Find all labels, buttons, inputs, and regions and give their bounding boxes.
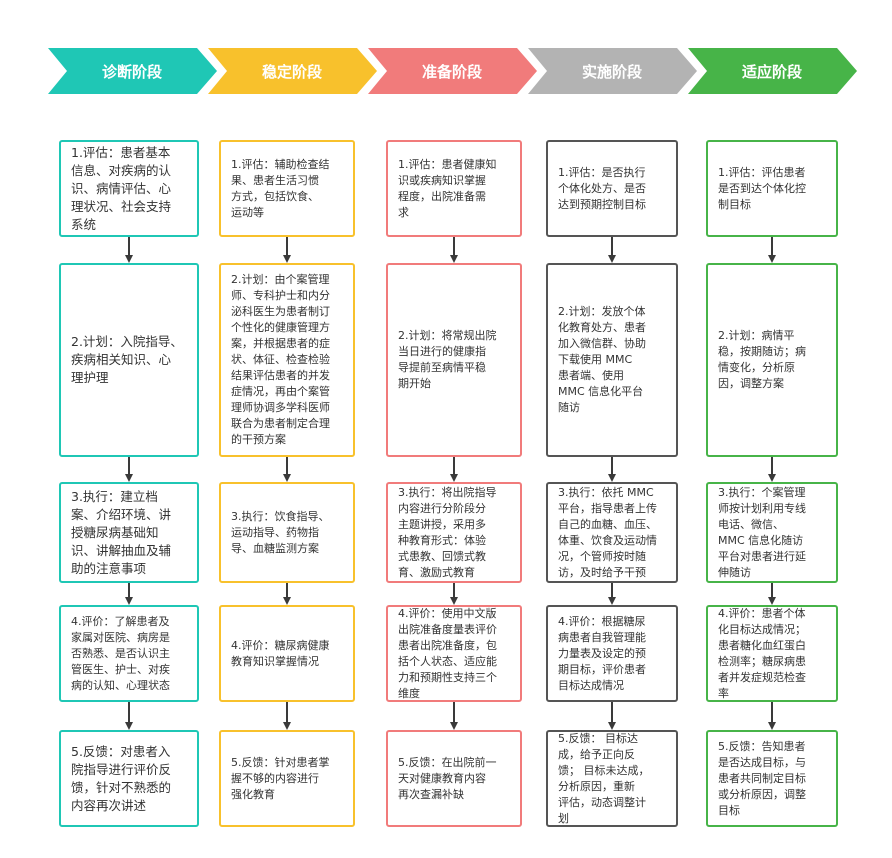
- stable-step-feedback: 5.反馈：针对患者掌 握不够的内容进行 强化教育: [219, 730, 355, 827]
- implementation-step-evaluate: 1.评估：是否执行 个体化处方、是否 达到预期控制目标: [546, 140, 678, 237]
- step-text: 1.评估：辅助检查结 果、患者生活习惯 方式，包括饮食、 运动等: [231, 157, 330, 219]
- step-text: 4.评价：糖尿病健康 教育知识掌握情况: [231, 638, 330, 668]
- stable-step-execute: 3.执行：饮食指导、 运动指导、药物指 导、血糖监测方案: [219, 482, 355, 583]
- implementation-step-feedback: 5.反馈： 目标达 成，给予正向反 馈； 目标未达成， 分析原因，重新 评估，动…: [546, 730, 678, 827]
- diagnosis-step-plan: 2.计划：入院指导、 疾病相关知识、心 理护理: [59, 263, 199, 457]
- preparation-step-assess: 4.评价：使用中文版 出院准备度量表评价 患者出院准备度，包 括个人状态、适应能…: [386, 605, 522, 702]
- step-text: 4.评价：了解患者及 家属对医院、病房是 否熟悉、是否认识主 管医生、护士、对疾…: [71, 614, 170, 692]
- step-text: 3.执行：饮食指导、 运动指导、药物指 导、血糖监测方案: [231, 509, 330, 555]
- step-text: 2.计划：发放个体 化教育处方、患者 加入微信群、协助 下载使用 MMC 患者端…: [558, 305, 646, 414]
- chevron-phase-5: [688, 48, 857, 94]
- implementation-step-plan: 2.计划：发放个体 化教育处方、患者 加入微信群、协助 下载使用 MMC 患者端…: [546, 263, 678, 457]
- step-text: 2.计划：由个案管理 师、专科护士和内分 泌科医生为患者制订 个性化的健康管理方…: [231, 273, 330, 446]
- preparation-step-evaluate: 1.评估：患者健康知 识或疾病知识掌握 程度，出院准备需 求: [386, 140, 522, 237]
- chevron-phase-2: [208, 48, 377, 94]
- adaptation-step-feedback: 5.反馈：告知患者 是否达成目标，与 患者共同制定目标 或分析原因，调整 目标: [706, 730, 838, 827]
- adaptation-step-evaluate: 1.评估：评估患者 是否到达个体化控 制目标: [706, 140, 838, 237]
- step-text: 3.执行：个案管理 师按计划利用专线 电话、微信、 MMC 信息化随访 平台对患…: [718, 485, 806, 579]
- phase-label-diagnosis: 诊断阶段: [101, 63, 162, 81]
- stable-step-plan: 2.计划：由个案管理 师、专科护士和内分 泌科医生为患者制订 个性化的健康管理方…: [219, 263, 355, 457]
- preparation-step-feedback: 5.反馈：在出院前一 天对健康教育内容 再次查漏补缺: [386, 730, 522, 827]
- phase-label-implementation: 实施阶段: [581, 63, 642, 81]
- step-text: 5.反馈： 目标达 成，给予正向反 馈； 目标未达成， 分析原因，重新 评估，动…: [558, 731, 650, 825]
- preparation-step-plan: 2.计划：将常规出院 当日进行的健康指 导提前至病情平稳 期开始: [386, 263, 522, 457]
- adaptation-step-plan: 2.计划：病情平 稳，按期随访；病 情变化，分析原 因，调整方案: [706, 263, 838, 457]
- adaptation-step-execute: 3.执行：个案管理 师按计划利用专线 电话、微信、 MMC 信息化随访 平台对患…: [706, 482, 838, 583]
- stable-step-evaluate: 1.评估：辅助检查结 果、患者生活习惯 方式，包括饮食、 运动等: [219, 140, 355, 237]
- step-text: 5.反馈：对患者入 院指导进行评价反 馈，针对不熟悉的 内容再次讲述: [71, 743, 172, 813]
- step-text: 3.执行：建立档 案、介绍环境、讲 授糖尿病基础知 识、讲解抽血及辅 助的注意事…: [71, 488, 172, 576]
- preparation-step-execute: 3.执行：将出院指导 内容进行分阶段分 主题讲授，采用多 种教育形式：体验 式患…: [386, 482, 522, 583]
- chevron-phase-3: [368, 48, 537, 94]
- phase-label-stable: 稳定阶段: [261, 63, 322, 81]
- step-text: 3.执行：将出院指导 内容进行分阶段分 主题讲授，采用多 种教育形式：体验 式患…: [398, 485, 497, 579]
- step-text: 5.反馈：告知患者 是否达成目标，与 患者共同制定目标 或分析原因，调整 目标: [718, 739, 806, 817]
- step-text: 5.反馈：在出院前一 天对健康教育内容 再次查漏补缺: [398, 755, 497, 801]
- chevron-phase-4: [528, 48, 697, 94]
- step-text: 1.评估：患者健康知 识或疾病知识掌握 程度，出院准备需 求: [398, 157, 497, 219]
- step-text: 2.计划：入院指导、 疾病相关知识、心 理护理: [71, 334, 183, 385]
- step-text: 2.计划：病情平 稳，按期随访；病 情变化，分析原 因，调整方案: [718, 329, 806, 390]
- step-text: 1.评估：是否执行 个体化处方、是否 达到预期控制目标: [558, 165, 646, 211]
- step-text: 1.评估：患者基本 信息、对疾病的认 识、病情评估、心 理状况、社会支持 系统: [71, 144, 172, 232]
- stable-step-assess: 4.评价：糖尿病健康 教育知识掌握情况: [219, 605, 355, 702]
- step-text: 2.计划：将常规出院 当日进行的健康指 导提前至病情平稳 期开始: [398, 329, 497, 390]
- step-text: 4.评价：根据糖尿 病患者自我管理能 力量表及设定的预 期目标，评价患者 目标达…: [558, 614, 646, 692]
- diagnosis-step-assess: 4.评价：了解患者及 家属对医院、病房是 否熟悉、是否认识主 管医生、护士、对疾…: [59, 605, 199, 702]
- step-text: 4.评价：使用中文版 出院准备度量表评价 患者出院准备度，包 括个人状态、适应能…: [398, 606, 497, 700]
- diagnosis-step-feedback: 5.反馈：对患者入 院指导进行评价反 馈，针对不熟悉的 内容再次讲述: [59, 730, 199, 827]
- adaptation-step-assess: 4.评价：患者个体 化目标达成情况； 患者糖化血红蛋白 检测率；糖尿病患 者并发…: [706, 605, 838, 702]
- diagnosis-step-evaluate: 1.评估：患者基本 信息、对疾病的认 识、病情评估、心 理状况、社会支持 系统: [59, 140, 199, 237]
- phase-header: [48, 48, 857, 94]
- step-text: 1.评估：评估患者 是否到达个体化控 制目标: [718, 165, 806, 211]
- step-text: 4.评价：患者个体 化目标达成情况； 患者糖化血红蛋白 检测率；糖尿病患 者并发…: [718, 606, 806, 700]
- chevron-phase-1: [48, 48, 217, 94]
- implementation-step-execute: 3.执行：依托 MMC 平台，指导患者上传 自己的血糖、血压、 体重、饮食及运动…: [546, 482, 678, 583]
- diagnosis-step-execute: 3.执行：建立档 案、介绍环境、讲 授糖尿病基础知 识、讲解抽血及辅 助的注意事…: [59, 482, 199, 583]
- phase-label-adaptation: 适应阶段: [741, 63, 802, 81]
- phase-label-preparation: 准备阶段: [421, 63, 482, 81]
- step-text: 3.执行：依托 MMC 平台，指导患者上传 自己的血糖、血压、 体重、饮食及运动…: [558, 485, 657, 579]
- step-text: 5.反馈：针对患者掌 握不够的内容进行 强化教育: [231, 755, 330, 801]
- implementation-step-assess: 4.评价：根据糖尿 病患者自我管理能 力量表及设定的预 期目标，评价患者 目标达…: [546, 605, 678, 702]
